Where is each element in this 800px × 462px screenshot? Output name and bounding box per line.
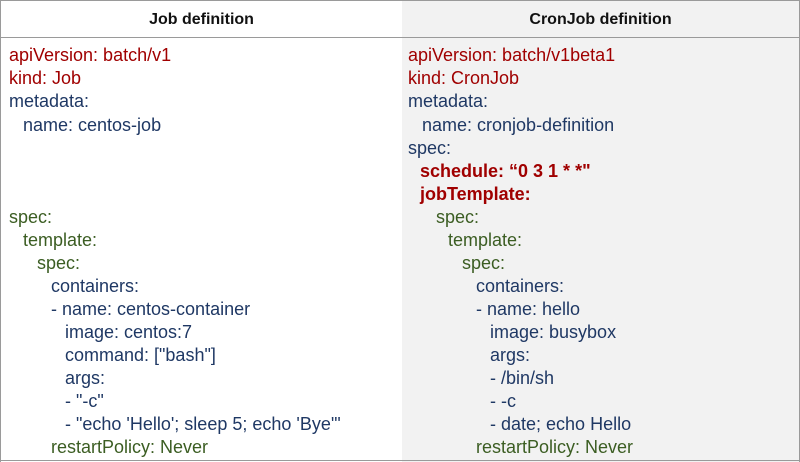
job-apiversion-line: apiVersion: batch/v1 <box>9 45 172 65</box>
table-bottom-border <box>0 460 800 461</box>
job-kind-line: kind: Job <box>9 68 82 88</box>
job-template-line: template: <box>23 230 98 250</box>
cronjob-arg1-line: - /bin/sh <box>490 368 555 388</box>
cronjob-spec-line: spec: <box>408 138 452 158</box>
job-arg2-line: - "echo 'Hello'; sleep 5; echo 'Bye'" <box>65 414 341 434</box>
cronjob-arg3-line: - date; echo Hello <box>490 414 632 434</box>
job-metadata-line: metadata: <box>9 91 90 111</box>
job-image-line: image: centos:7 <box>65 322 193 342</box>
cronjob-schedule-line: schedule: “0 3 1 * *" <box>420 161 591 181</box>
cronjob-definition-column: CronJob definition apiVersion: batch/v1b… <box>402 0 800 462</box>
cronjob-definition-header: CronJob definition <box>402 0 799 38</box>
cronjob-jobtemplate-spec-line: spec: <box>436 207 480 227</box>
job-arg1-line: - "-c" <box>65 391 104 411</box>
job-template-spec-line: spec: <box>37 253 81 273</box>
cronjob-restartpolicy-line: restartPolicy: Never <box>476 437 634 457</box>
job-restartpolicy-line: restartPolicy: Never <box>51 437 209 457</box>
cronjob-kind-line: kind: CronJob <box>408 68 520 88</box>
cronjob-image-line: image: busybox <box>490 322 617 342</box>
cronjob-metadata-line: metadata: <box>408 91 489 111</box>
job-definition-column: Job definition apiVersion: batch/v1 kind… <box>0 0 403 462</box>
job-containers-line: containers: <box>51 276 140 296</box>
job-command-line: command: ["bash"] <box>65 345 216 365</box>
job-definition-header: Job definition <box>1 0 402 38</box>
cronjob-template-spec-line: spec: <box>462 253 506 273</box>
cronjob-body-background <box>402 38 799 462</box>
cronjob-arg2-line: - -c <box>490 391 516 411</box>
cronjob-containers-line: containers: <box>476 276 565 296</box>
cronjob-apiversion-line: apiVersion: batch/v1beta1 <box>408 45 616 65</box>
job-name-line: name: centos-job <box>23 115 162 135</box>
job-spec-line: spec: <box>9 207 53 227</box>
cronjob-jobtemplate-line: jobTemplate: <box>420 184 531 204</box>
cronjob-container-name-line: - name: hello <box>476 299 581 319</box>
cronjob-template-line: template: <box>448 230 523 250</box>
job-container-name-line: - name: centos-container <box>51 299 251 319</box>
cronjob-args-line: args: <box>490 345 531 365</box>
cronjob-name-line: name: cronjob-definition <box>422 115 615 135</box>
job-args-line: args: <box>65 368 106 388</box>
